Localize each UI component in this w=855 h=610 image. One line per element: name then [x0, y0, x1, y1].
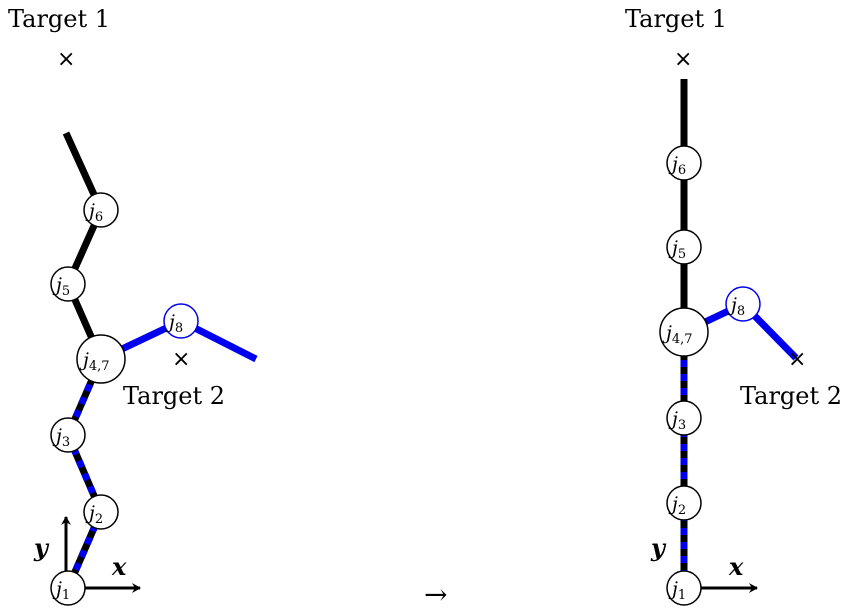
- left-y-axis-label: y: [33, 533, 50, 562]
- svg-text:j5: j5: [52, 274, 70, 299]
- left-target2-label: Target 2: [123, 382, 225, 410]
- svg-text:j5: j5: [668, 237, 686, 262]
- right-target2-marker: ×: [788, 347, 806, 372]
- svg-text:j4,7: j4,7: [79, 349, 110, 374]
- svg-text:j2: j2: [668, 493, 686, 518]
- left-target1-label: Target 1: [8, 5, 110, 33]
- right-joint-j1: j1: [666, 570, 702, 606]
- left-joint-j6: j6: [83, 192, 119, 228]
- right-configuration: Target 1 × y x × Target 2 j6: [625, 5, 842, 606]
- left-joint-j8: j8: [163, 303, 199, 339]
- right-joint-j3: j3: [666, 400, 702, 436]
- right-joint-j2: j2: [666, 485, 702, 521]
- left-joint-j5: j5: [50, 266, 86, 302]
- left-joint-j1: j1: [50, 570, 86, 606]
- svg-text:j3: j3: [668, 408, 686, 433]
- svg-text:j3: j3: [52, 425, 70, 450]
- right-target1-label: Target 1: [625, 5, 727, 33]
- left-joint-j3: j3: [50, 417, 86, 453]
- right-target1-marker: ×: [674, 47, 692, 72]
- left-joint-j47: j4,7: [76, 334, 126, 384]
- left-configuration: Target 1 ×: [8, 5, 258, 606]
- svg-text:j1: j1: [52, 578, 70, 603]
- right-joint-j47: j4,7: [659, 307, 709, 357]
- right-target2-label: Target 2: [740, 382, 842, 410]
- left-joint-j2: j2: [83, 494, 119, 530]
- svg-text:j6: j6: [85, 200, 103, 225]
- right-x-axis-label: x: [728, 552, 744, 581]
- svg-text:j8: j8: [727, 294, 745, 319]
- svg-text:j4,7: j4,7: [662, 322, 693, 347]
- right-joint-j8: j8: [725, 286, 761, 322]
- left-target1-marker: ×: [57, 47, 75, 72]
- svg-text:j6: j6: [668, 153, 686, 178]
- left-dashed-chain: [64, 357, 105, 590]
- right-y-axis-label: y: [650, 533, 667, 562]
- left-main-chain: [62, 131, 105, 361]
- left-target2-marker: ×: [172, 347, 190, 372]
- right-joint-j5: j5: [666, 229, 702, 265]
- right-joint-j6: j6: [666, 145, 702, 181]
- svg-text:j8: j8: [165, 311, 183, 336]
- left-x-axis-label: x: [111, 552, 127, 581]
- svg-text:j2: j2: [85, 502, 103, 527]
- transition-arrow: →: [424, 578, 447, 610]
- svg-text:j1: j1: [668, 578, 686, 603]
